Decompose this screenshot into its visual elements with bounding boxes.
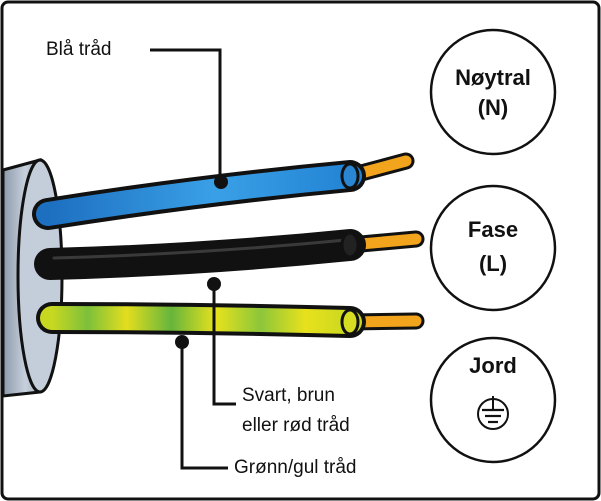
green-yellow-wire-marker bbox=[175, 335, 189, 349]
neutral-terminal bbox=[429, 28, 557, 156]
green-yellow-wire bbox=[36, 302, 366, 338]
neutral-label: Nøytral bbox=[455, 65, 531, 90]
phase-label: Fase bbox=[467, 217, 519, 242]
black-wire-label-line1: Svart, brun bbox=[242, 385, 335, 406]
earth-ground-icon bbox=[477, 396, 509, 430]
blue-wire-leader bbox=[150, 48, 222, 182]
blue-wire-label: Blå tråd bbox=[46, 39, 112, 60]
black-wire-label-line2: eller rød tråd bbox=[242, 415, 350, 436]
earth-label: Jord bbox=[469, 353, 517, 378]
black-wire bbox=[34, 229, 366, 280]
black-wire-marker bbox=[207, 277, 221, 291]
green-yellow-wire-label: Grønn/gul tråd bbox=[234, 457, 357, 478]
blue-wire-marker bbox=[214, 175, 228, 189]
black-wire-leader bbox=[212, 284, 236, 406]
phase-terminal bbox=[429, 184, 557, 312]
green-yellow-wire-leader bbox=[180, 342, 228, 470]
leader-lines bbox=[150, 48, 236, 470]
blue-wire bbox=[32, 160, 366, 230]
neutral-abbrev: (N) bbox=[477, 95, 509, 120]
phase-abbrev: (L) bbox=[478, 251, 508, 276]
